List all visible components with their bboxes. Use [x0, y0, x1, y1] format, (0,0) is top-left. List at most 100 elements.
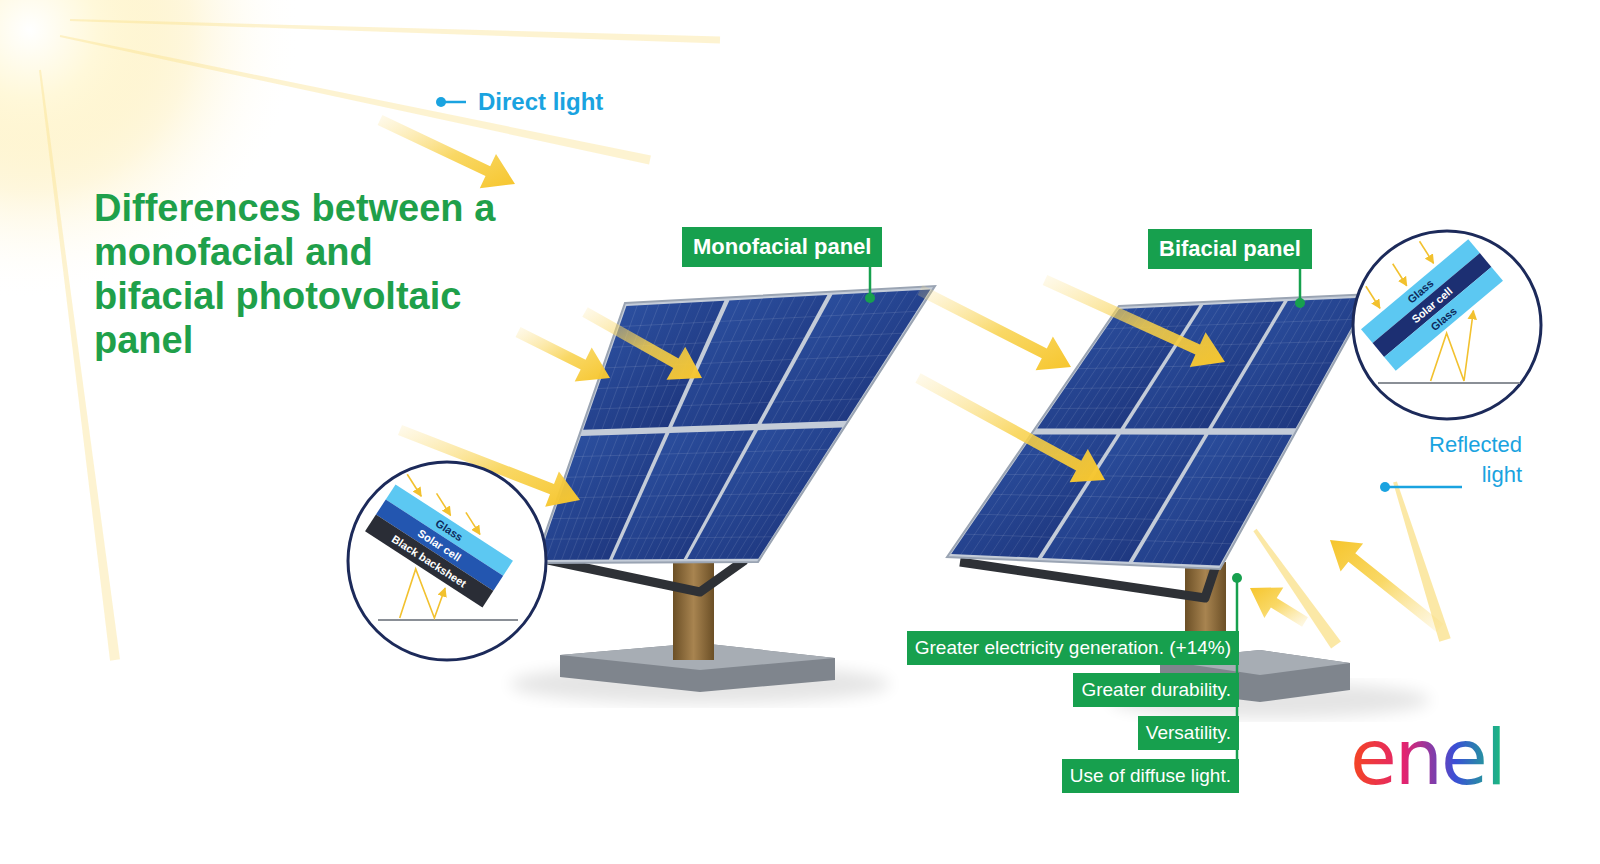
- cell-line: [660, 452, 742, 454]
- cell-line: [734, 471, 814, 473]
- cell-line: [641, 495, 719, 497]
- cell-line: [1108, 455, 1192, 457]
- cell-line: [552, 517, 627, 518]
- incoming-ray: [1366, 286, 1380, 308]
- cell-line: [1164, 365, 1246, 367]
- panel-frame: [535, 286, 935, 563]
- light-ray: [39, 70, 120, 661]
- cell-line: [821, 311, 917, 316]
- benefit-box: Greater durability.: [1073, 673, 1239, 707]
- cell-line: [612, 343, 706, 348]
- cell-line: [651, 473, 731, 475]
- inset-circle: [1353, 231, 1541, 419]
- cell-line: [1263, 341, 1344, 344]
- cell-line: [1183, 477, 1268, 478]
- light-arrow: [582, 307, 702, 380]
- incoming-ray: [1393, 264, 1407, 286]
- cell-line: [567, 475, 647, 477]
- cell-line: [1196, 455, 1280, 457]
- cell-line: [682, 402, 769, 405]
- cell-line: [720, 317, 816, 322]
- box-text: Greater electricity generation. (+14%): [915, 636, 1231, 660]
- solar-panel: [535, 286, 935, 563]
- cell-line: [632, 516, 707, 517]
- cell-line: [1068, 517, 1154, 520]
- cell-line: [1151, 386, 1233, 387]
- light-arrow: [1043, 275, 1225, 367]
- light-ray: [70, 19, 720, 43]
- brand-logo: enel: [1350, 716, 1505, 800]
- cell-line: [797, 355, 888, 359]
- cell-line: [979, 514, 1065, 517]
- cell-line: [1158, 519, 1244, 522]
- leader-dot: [1295, 298, 1305, 308]
- reflected-arrow: [1330, 540, 1443, 632]
- cell-line: [965, 534, 1051, 537]
- cell-line: [590, 406, 677, 409]
- panel-type-tag: Monofacial panel: [682, 227, 882, 267]
- cell-line: [701, 359, 792, 363]
- cell-line: [711, 515, 786, 516]
- cell-line: [1138, 407, 1221, 409]
- cell-line: [1250, 363, 1332, 365]
- panel-module: [687, 427, 842, 559]
- cell-line: [574, 454, 656, 456]
- box-text: Use of diffuse light.: [1070, 764, 1231, 788]
- benefit-box: Use of diffuse light.: [1062, 759, 1239, 793]
- light-label: Direct light: [478, 88, 603, 116]
- cell-line: [1055, 537, 1141, 540]
- box-text: Bifacial panel: [1159, 235, 1301, 263]
- cell-line: [1237, 385, 1319, 386]
- panel-type-tag: Bifacial panel: [1148, 229, 1312, 269]
- box-text: Greater durability.: [1081, 678, 1231, 702]
- cell-line: [699, 536, 772, 538]
- cell-line: [1275, 319, 1356, 322]
- light-arrow: [516, 327, 611, 382]
- cell-line: [1095, 476, 1180, 477]
- leader-dot: [1380, 482, 1390, 492]
- cell-line: [785, 377, 874, 381]
- panel-module: [762, 289, 931, 423]
- panel-module: [1212, 297, 1368, 428]
- cell-line: [1078, 367, 1160, 369]
- cell-line: [1190, 322, 1271, 325]
- cell-line: [1225, 406, 1308, 408]
- cell-line: [1092, 346, 1173, 349]
- cell-line: [1146, 541, 1232, 544]
- mount-post: [673, 560, 714, 660]
- light-ray: [60, 35, 651, 164]
- leader-dot: [865, 293, 875, 303]
- cell-line: [619, 322, 715, 327]
- inset-circle: [348, 462, 546, 660]
- cell-line: [710, 338, 804, 343]
- leader-dot: [436, 97, 446, 107]
- mount-arm: [548, 560, 745, 592]
- ground-line: [1378, 382, 1520, 384]
- light-arrow: [915, 373, 1105, 482]
- diagram-title: Differences between a monofacial and bif…: [94, 186, 509, 362]
- cell-line: [1051, 407, 1134, 409]
- cell-line: [691, 381, 780, 385]
- box-text: Versatility.: [1146, 721, 1231, 745]
- cell-line: [598, 385, 687, 389]
- ground-line: [378, 619, 518, 621]
- cell-line: [1064, 387, 1146, 388]
- cell-line: [1171, 498, 1256, 500]
- cell-line: [746, 449, 828, 451]
- cell-line: [1081, 496, 1166, 498]
- leader-dot: [1232, 573, 1242, 583]
- cell-line: [773, 399, 860, 402]
- box-text: Monofacial panel: [693, 233, 871, 261]
- cell-line: [992, 494, 1077, 496]
- cell-line: [622, 537, 695, 539]
- light-arrow: [918, 285, 1072, 370]
- incoming-ray: [1420, 241, 1434, 263]
- light-label: Reflected light: [1392, 430, 1522, 490]
- cell-line: [545, 538, 618, 540]
- benefit-box: Versatility.: [1138, 716, 1239, 750]
- light-arrow: [378, 115, 515, 188]
- leader-line: [1385, 486, 1462, 489]
- cell-line: [723, 493, 801, 495]
- cell-line: [809, 333, 903, 338]
